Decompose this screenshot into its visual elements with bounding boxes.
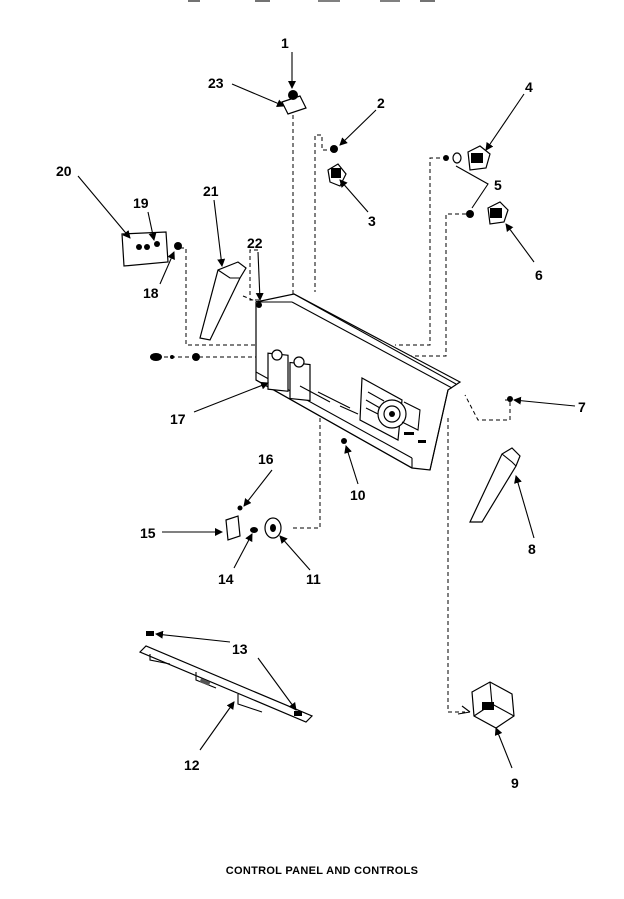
part-21-end-cap (199, 261, 247, 341)
diagram-title: CONTROL PANEL AND CONTROLS (226, 865, 419, 877)
callout-22: 22 (247, 235, 263, 251)
callout-6: 6 (535, 267, 543, 283)
part-12-lens (138, 645, 314, 723)
callout-1: 1 (281, 35, 289, 51)
callout-2: 2 (377, 95, 385, 111)
part-23-bracket (281, 90, 307, 115)
callout-19: 19 (133, 195, 149, 211)
part-11-knob (264, 517, 282, 539)
callout-8: 8 (528, 541, 536, 557)
callout-13: 13 (232, 641, 248, 657)
part-6-switch (466, 201, 509, 225)
callout-23: 23 (208, 75, 224, 91)
callout-11: 11 (306, 571, 321, 587)
callout-18: 18 (143, 285, 159, 301)
part-9-timer (457, 681, 515, 729)
callout-21: 21 (203, 183, 219, 199)
part-8-end-cap (469, 447, 521, 523)
callout-labels: 1 2 3 4 5 6 7 8 9 10 11 12 13 14 15 16 1… (56, 35, 586, 791)
part-13-clips (146, 631, 302, 716)
callout-10: 10 (350, 487, 366, 503)
assembly-dashed-lines (150, 108, 511, 713)
part-14-spring (250, 527, 258, 533)
part-10-screw (341, 438, 347, 444)
callout-5: 5 (494, 177, 502, 193)
callout-20: 20 (56, 163, 72, 179)
part-17-nut (150, 353, 200, 361)
control-panel-body (255, 293, 462, 471)
callout-7: 7 (578, 399, 586, 415)
callout-16: 16 (258, 451, 274, 467)
callout-3: 3 (368, 213, 376, 229)
callout-9: 9 (511, 775, 519, 791)
part-15-clip (225, 515, 241, 541)
callout-12: 12 (184, 757, 200, 773)
callout-15: 15 (140, 525, 156, 541)
part-5-wire (455, 165, 489, 209)
callout-17: 17 (170, 411, 186, 427)
part-2-3-switch (327, 145, 347, 187)
part-7-screw (507, 396, 513, 402)
part-22-screw (256, 302, 262, 308)
part-18-screw (174, 242, 182, 250)
callout-14: 14 (218, 571, 234, 587)
part-16-screw (237, 505, 243, 511)
part-4-switch (443, 145, 491, 171)
callout-4: 4 (525, 79, 533, 95)
leader-lines (77, 52, 576, 769)
